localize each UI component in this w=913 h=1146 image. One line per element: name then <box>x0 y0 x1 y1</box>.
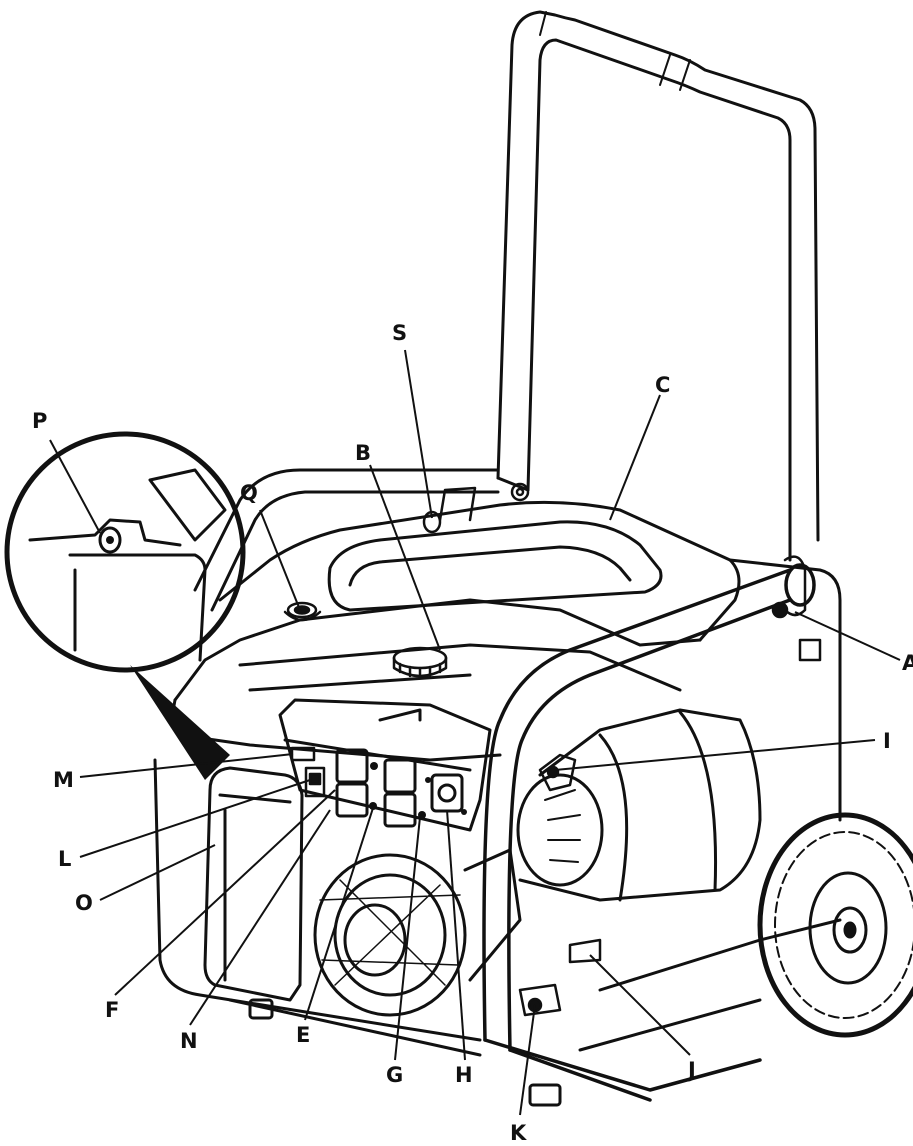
callout-o: O <box>75 891 93 915</box>
fuel-tank <box>171 500 741 762</box>
callout-a: A <box>902 651 913 675</box>
callout-k: K <box>510 1121 527 1145</box>
callout-n: N <box>180 1029 198 1053</box>
rear-frame <box>193 468 842 822</box>
alternator <box>516 708 762 902</box>
callout-labels: A B C E F G H I J K L M N O P Q S <box>32 321 913 1145</box>
callout-m: M <box>53 768 74 792</box>
callout-i: I <box>883 729 891 753</box>
callout-e: E <box>296 1023 310 1047</box>
callout-g: G <box>386 1063 403 1087</box>
front-frame <box>482 563 816 1102</box>
engine <box>313 848 522 1017</box>
callout-b: B <box>355 441 371 465</box>
battery-box <box>203 766 304 1002</box>
outlet-g <box>383 758 417 828</box>
wheel <box>757 812 913 1038</box>
outlet-f <box>335 748 369 818</box>
callout-j: J <box>686 1058 696 1082</box>
callout-s: S <box>392 321 407 345</box>
callout-c: C <box>655 373 670 397</box>
leader-lines <box>49 349 901 1116</box>
panel-screws <box>369 762 467 819</box>
muffler-outlet <box>568 938 602 964</box>
oil-drain <box>518 983 562 1017</box>
handle <box>496 10 820 562</box>
fuel-cap <box>392 646 448 680</box>
callout-l: L <box>58 847 71 871</box>
callout-f: F <box>105 998 119 1022</box>
callout-p: P <box>32 409 47 433</box>
base-frame <box>153 758 842 1107</box>
callout-q: Q <box>240 481 258 505</box>
detail-inset <box>4 431 246 780</box>
callout-h: H <box>455 1063 473 1087</box>
outlet-h <box>430 773 464 813</box>
grounding-clip <box>771 555 822 662</box>
fuel-gauge <box>283 601 322 622</box>
